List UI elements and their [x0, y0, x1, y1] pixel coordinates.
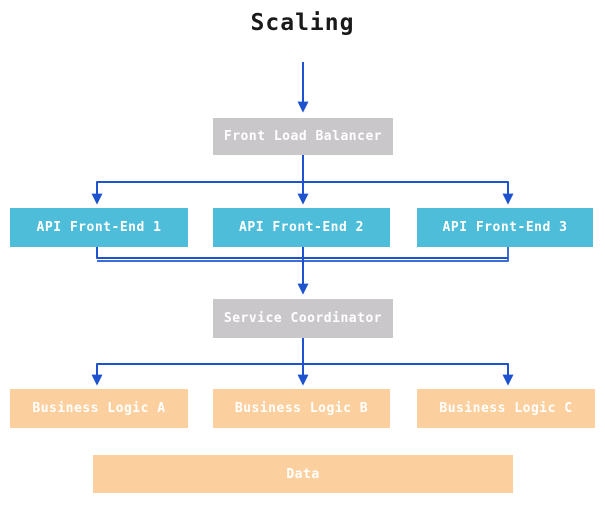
node-service-coordinator: Service Coordinator	[213, 299, 393, 338]
node-business-logic-b: Business Logic B	[213, 389, 390, 428]
edge-loadbalancer-to-api1	[91, 181, 303, 205]
node-api-front-end-3: API Front-End 3	[417, 208, 593, 247]
node-api-front-end-3-label: API Front-End 3	[442, 220, 568, 235]
edge-api3-to-coordinator	[97, 247, 509, 262]
node-business-logic-a: Business Logic A	[10, 389, 188, 428]
edge-coordinator-to-logic-c	[303, 363, 514, 386]
node-business-logic-a-label: Business Logic A	[32, 401, 166, 416]
node-business-logic-c-label: Business Logic C	[439, 401, 573, 416]
edge-api1-to-coordinator	[96, 247, 508, 259]
node-business-logic-b-label: Business Logic B	[234, 401, 369, 416]
node-api-front-end-2-label: API Front-End 2	[239, 220, 364, 235]
node-api-front-end-1: API Front-End 1	[10, 208, 188, 247]
node-front-load-balancer-label: Front Load Balancer	[223, 129, 383, 144]
diagram-title: Scaling	[250, 10, 355, 36]
node-service-coordinator-label: Service Coordinator	[223, 311, 383, 326]
edge-loadbalancer-to-api3	[303, 181, 514, 205]
node-front-load-balancer: Front Load Balancer	[213, 118, 393, 155]
node-data: Data	[93, 455, 513, 493]
node-data-label: Data	[286, 466, 320, 482]
node-api-front-end-1-label: API Front-End 1	[36, 220, 162, 235]
node-business-logic-c: Business Logic C	[417, 389, 595, 428]
node-api-front-end-2: API Front-End 2	[213, 208, 390, 247]
edge-coordinator-to-logic-a	[91, 363, 303, 386]
